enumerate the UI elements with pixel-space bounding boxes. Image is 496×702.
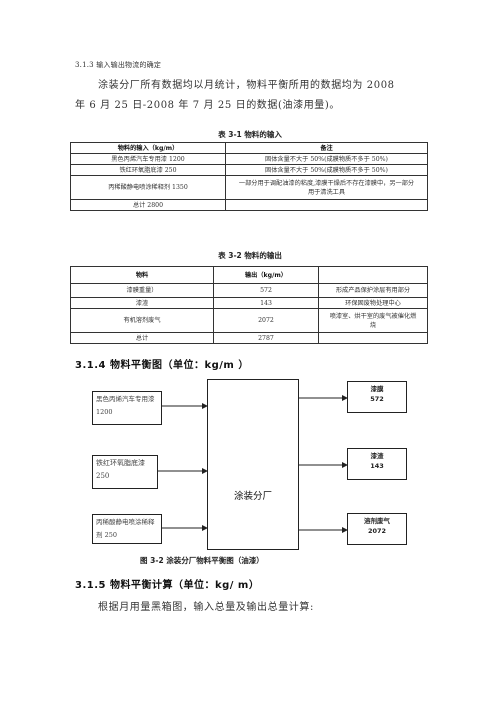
output-value: 2072 [367, 527, 387, 535]
output-name: 漆膜 [370, 385, 384, 393]
table1-cell [225, 199, 428, 211]
diagram-caption: 图 3-2 涂装分厂物料平衡图（油漆） [140, 556, 264, 565]
intro-line-1: 涂装分厂所有数据均以月统计，物料平衡所用的数据均为 2008 [98, 80, 395, 91]
table2-cell [318, 332, 428, 344]
table2-cell: 喷漆室、烘干室的废气被催化燃烧 [318, 308, 428, 333]
table1-cell: 总计 2800 [70, 199, 226, 211]
output-box-residue: 漆渣 143 [347, 448, 407, 480]
input-box-2: 铁红环氧脂底漆 250 [92, 455, 158, 489]
table1: 物料的输入（kg/m） 备注 黑色丙烯汽车专用漆 1200 固体含量不大于 50… [70, 142, 428, 211]
table1-caption: 表 3-1 物料的输入 [218, 130, 282, 139]
intro-line-2: 年 6 月 25 日-2008 年 7 月 25 日的数据(油漆用量)。 [75, 100, 341, 111]
table2: 物料 输出（kg/m） 漆膜重量） 572 形成产品保护涂层有用部分 漆渣 14… [70, 266, 428, 344]
table2-cell: 总计 [70, 332, 214, 344]
table1-cell: 丙稀酸静电喷涂稀释剂 1350 [70, 175, 226, 200]
center-box-label: 涂装分厂 [233, 491, 272, 502]
table1-cell: 一部分用于调配油漆的粘度,漆膜干燥后不存在漆膜中，另一部分用于清洗工具 [225, 175, 428, 200]
output-box-film: 漆膜 572 [347, 381, 407, 413]
output-box-solvent-gas: 溶剂废气 2072 [347, 513, 407, 545]
output-value: 572 [370, 395, 384, 403]
section-3-1-3: 3.1.3 输入输出物流的确定 [75, 61, 162, 69]
input-box-3: 丙稀酸静电喷涂稀释剂 250 [92, 514, 162, 544]
heading-3-1-5: 3.1.5 物料平衡计算（单位：kg/ m） [75, 580, 260, 591]
heading-3-1-4: 3.1.4 物料平衡图（单位：kg/m ） [75, 360, 249, 371]
center-box: 涂装分厂 [207, 379, 299, 550]
input-box-1: 黑色丙烯汽车专用漆1200 [92, 391, 162, 425]
output-name: 漆渣 [370, 452, 384, 460]
input-box-label: 丙稀酸静电喷涂稀释剂 250 [96, 518, 155, 539]
table2-cell: 2787 [213, 332, 319, 344]
table2-caption: 表 3-2 物料的输出 [218, 251, 282, 260]
output-name: 溶剂废气 [364, 517, 390, 525]
output-value: 143 [370, 462, 384, 470]
input-box-label: 铁红环氧脂底漆 250 [96, 459, 145, 480]
input-box-label: 黑色丙烯汽车专用漆1200 [96, 395, 155, 416]
closing-paragraph: 根据月用量黑箱图，输入总量及输出总量计算: [98, 602, 314, 613]
